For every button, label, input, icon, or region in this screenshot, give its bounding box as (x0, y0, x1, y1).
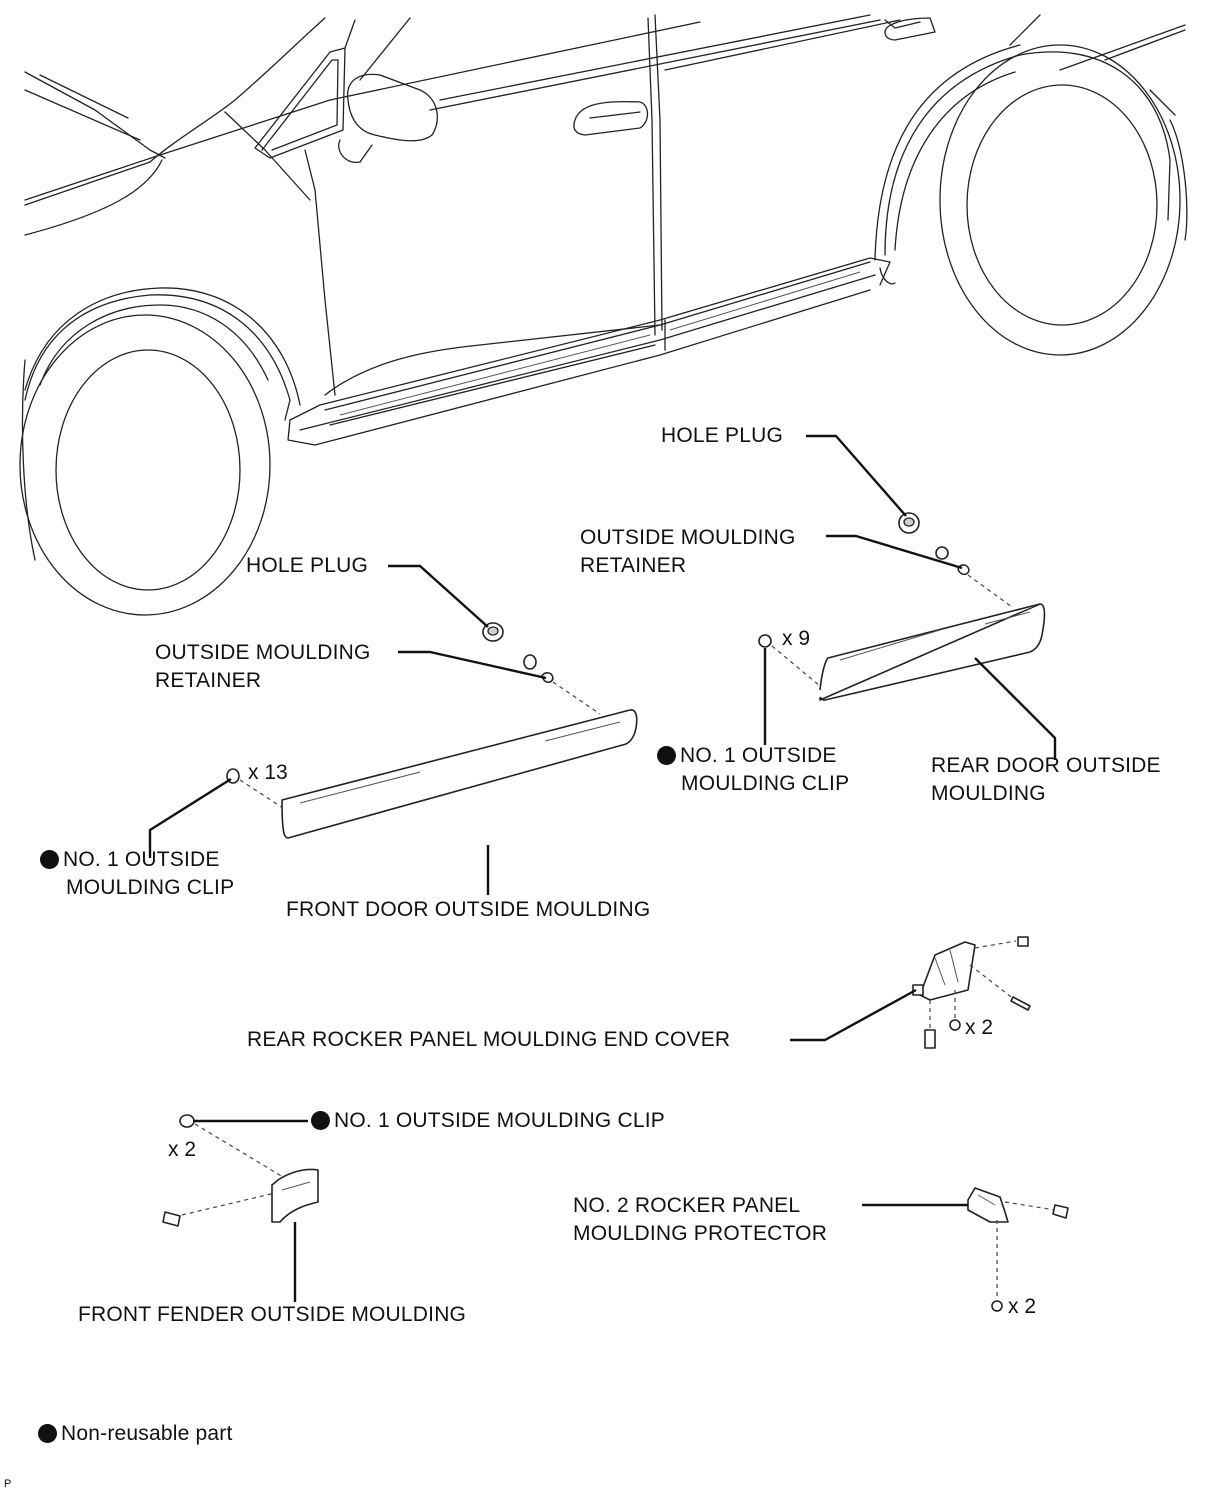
rear-door-moulding-group (758, 512, 1046, 701)
retainer-front-label-line1: OUTSIDE MOULDING (155, 641, 371, 664)
hole-plug-front-label: HOLE PLUG (246, 554, 369, 577)
non-reusable-dot-icon (38, 1424, 57, 1443)
clip-rear-label-text: NO. 1 OUTSIDE (680, 744, 837, 767)
vehicle-side-outline (19, 14, 1188, 616)
front-fender-moulding-label: FRONT FENDER OUTSIDE MOULDING (78, 1303, 467, 1326)
clip-front-label-line2: MOULDING CLIP (66, 876, 235, 899)
rear-end-cover-label: REAR ROCKER PANEL MOULDING END COVER (247, 1028, 731, 1051)
clip-front-label-text: NO. 1 OUTSIDE (63, 848, 220, 871)
front-door-moulding-group (226, 622, 638, 839)
rear-end-cover-group (912, 936, 1031, 1049)
non-reusable-dot-icon (311, 1111, 330, 1130)
rear-door-moulding-label-line2: MOULDING (931, 782, 1046, 805)
fender-clip-quantity: x 2 (168, 1138, 197, 1161)
figure-code: P (4, 1478, 12, 1490)
hole-plug-rear-label: HOLE PLUG (661, 424, 784, 447)
legend-text: Non-reusable part (61, 1422, 233, 1445)
clip-fender-label: NO. 1 OUTSIDE MOULDING CLIP (311, 1107, 665, 1135)
front-fender-moulding-group (162, 1114, 319, 1227)
rocker-protector-group (967, 1187, 1069, 1312)
front-door-moulding-label: FRONT DOOR OUTSIDE MOULDING (286, 898, 651, 921)
retainer-rear-label-line1: OUTSIDE MOULDING (580, 526, 796, 549)
leader-lines (148, 434, 1057, 1302)
clip-rear-label-line1: NO. 1 OUTSIDE (657, 742, 837, 770)
non-reusable-dot-icon (657, 746, 676, 765)
rear-clip-quantity: x 9 (782, 627, 811, 650)
clip-fender-label-text: NO. 1 OUTSIDE MOULDING CLIP (334, 1109, 665, 1132)
front-clip-quantity: x 13 (248, 761, 288, 784)
retainer-rear-label-line2: RETAINER (580, 554, 687, 577)
non-reusable-dot-icon (40, 850, 59, 869)
protector-label-line2: MOULDING PROTECTOR (573, 1222, 828, 1245)
legend: Non-reusable part (38, 1420, 233, 1448)
protector-label-line1: NO. 2 ROCKER PANEL (573, 1194, 801, 1217)
retainer-front-label-line2: RETAINER (155, 669, 262, 692)
protector-clip-quantity: x 2 (1008, 1295, 1037, 1318)
rear-door-moulding-label-line1: REAR DOOR OUTSIDE (931, 754, 1161, 777)
end-cover-clip-quantity: x 2 (965, 1016, 994, 1039)
clip-rear-label-line2: MOULDING CLIP (681, 772, 850, 795)
clip-front-label-line1: NO. 1 OUTSIDE (40, 846, 220, 874)
